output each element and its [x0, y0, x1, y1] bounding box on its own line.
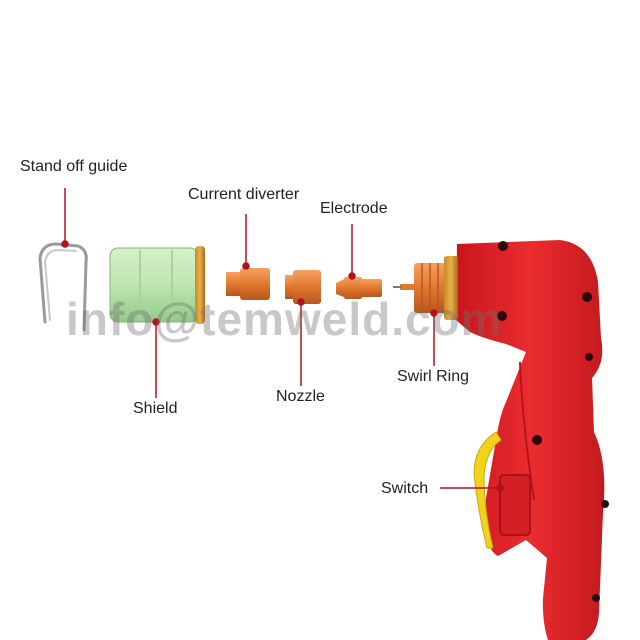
rivet — [497, 311, 507, 321]
rivet — [601, 500, 609, 508]
watermark-text: info@temweld.com — [66, 293, 503, 345]
switch-trigger — [473, 431, 502, 549]
rivet — [582, 292, 592, 302]
label-nozzle: Nozzle — [276, 388, 325, 405]
current-diverter-part — [226, 268, 270, 300]
label-stand-off-guide: Stand off guide — [20, 158, 128, 175]
rivet — [585, 353, 593, 361]
electrode-part — [336, 277, 382, 299]
label-swirl-ring: Swirl Ring — [397, 368, 470, 385]
label-shield: Shield — [133, 400, 178, 417]
rivet — [532, 435, 542, 445]
leader-lines — [61, 188, 504, 492]
nozzle-part — [285, 270, 321, 304]
label-electrode: Electrode — [320, 200, 388, 217]
rivet — [592, 594, 600, 602]
swirl-ring-part — [393, 256, 458, 320]
shield-part — [109, 246, 205, 324]
torch-body — [456, 240, 609, 640]
label-current-diverter: Current diverter — [188, 186, 300, 203]
rivet — [498, 241, 508, 251]
label-switch: Switch — [381, 480, 429, 497]
